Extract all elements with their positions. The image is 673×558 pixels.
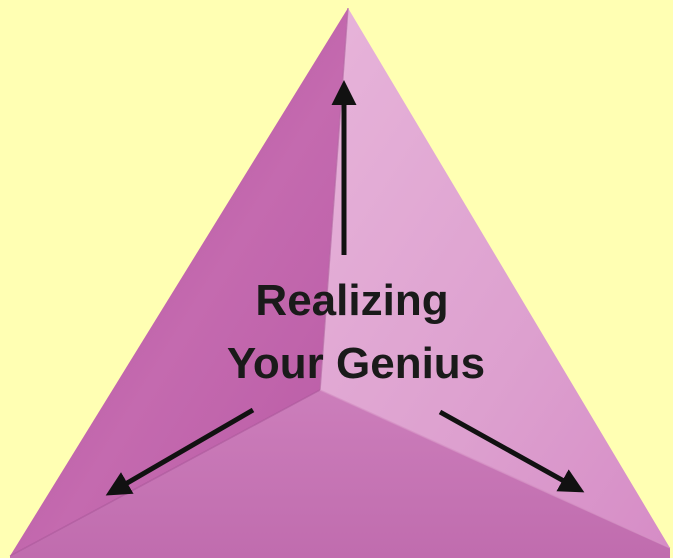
title-line-1: Realizing	[255, 276, 448, 325]
title-line-2: Your Genius	[227, 339, 485, 388]
